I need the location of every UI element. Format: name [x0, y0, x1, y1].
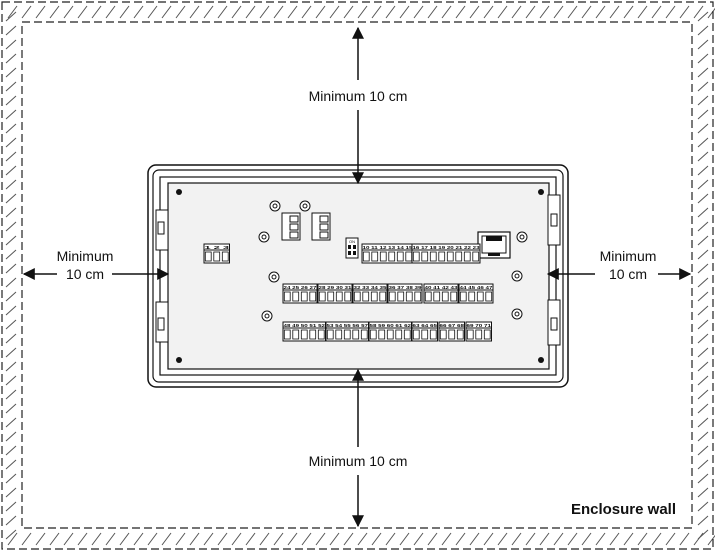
terminal-block-row2-3: 32 33 34 35: [352, 283, 388, 304]
terminal-numbers: 44 45 46 47: [460, 285, 494, 290]
terminal-block-block-b: 16 17 18 19 20 21 22 23: [411, 243, 481, 264]
terminal-block-row2-4: 36 37 38 39: [387, 283, 423, 304]
terminal-block-row3-1: 48 49 50 51 52: [282, 321, 326, 342]
terminal-numbers: 24 25 26 27: [284, 285, 318, 290]
bottom-clearance-label: Minimum 10 cm: [309, 453, 408, 469]
terminal-numbers: 16 17 18 19 20 21 22 23: [413, 245, 481, 250]
terminal-block-row3-3: 58 59 60 61 62: [368, 321, 412, 342]
vertical-connector: [281, 212, 331, 241]
terminal-numbers: 69 70 71: [467, 323, 492, 328]
terminal-numbers: 10 11 12 13 14 15: [363, 245, 414, 250]
terminal-numbers: 66 67 68: [440, 323, 465, 328]
terminal-block-row3-6: 69 70 71: [465, 321, 492, 342]
terminal-numbers: 32 33 34 35: [354, 285, 388, 290]
terminal-numbers: 58 59 60 61 62: [370, 323, 412, 328]
terminal-block-row2-6: 44 45 46 47: [458, 283, 494, 304]
mounting-clip-right-top: [547, 194, 561, 246]
dimension-arrows: [22, 26, 692, 528]
terminal-numbers: 48 49 50 51 52: [284, 323, 326, 328]
terminal-block-power: 1 2 3: [203, 243, 231, 264]
mounting-clip-right-bottom: [547, 299, 561, 346]
right-clearance-label-line1: Minimum: [600, 248, 657, 264]
terminal-block-row2-5: 40 41 42 43: [423, 283, 459, 304]
dip-switch: ON: [345, 237, 359, 259]
enclosure-wall-label: Enclosure wall: [571, 501, 676, 518]
terminal-block-row3-5: 66 67 68: [438, 321, 465, 342]
right-clearance-label-line2: 10 cm: [609, 266, 647, 282]
ethernet-port-icon: [477, 231, 511, 259]
terminal-numbers: 53 54 55 56 57: [327, 323, 369, 328]
terminal-block-row2-1: 24 25 26 27: [282, 283, 318, 304]
terminal-numbers: 40 41 42 43: [425, 285, 459, 290]
corner-screw-icon: [176, 189, 544, 363]
terminal-block-row2-2: 28 29 30 31: [317, 283, 353, 304]
terminal-block-row3-2: 53 54 55 56 57: [325, 321, 369, 342]
panel-screw-icon: [258, 200, 528, 322]
mounting-clip-left-top: [155, 209, 169, 251]
terminal-block-row3-4: 63 64 65: [411, 321, 438, 342]
mounting-clip-left-bottom: [155, 301, 169, 343]
left-clearance-label-line2: 10 cm: [66, 266, 104, 282]
terminal-numbers: 1 2 3: [205, 245, 231, 250]
terminal-block-block-a: 10 11 12 13 14 15: [361, 243, 414, 264]
dip-switch-label: ON: [349, 239, 355, 244]
terminal-numbers: 28 29 30 31: [319, 285, 353, 290]
top-clearance-label: Minimum 10 cm: [309, 88, 408, 104]
terminal-numbers: 36 37 38 39: [389, 285, 423, 290]
terminal-numbers: 63 64 65: [413, 323, 438, 328]
left-clearance-label-line1: Minimum: [57, 248, 114, 264]
